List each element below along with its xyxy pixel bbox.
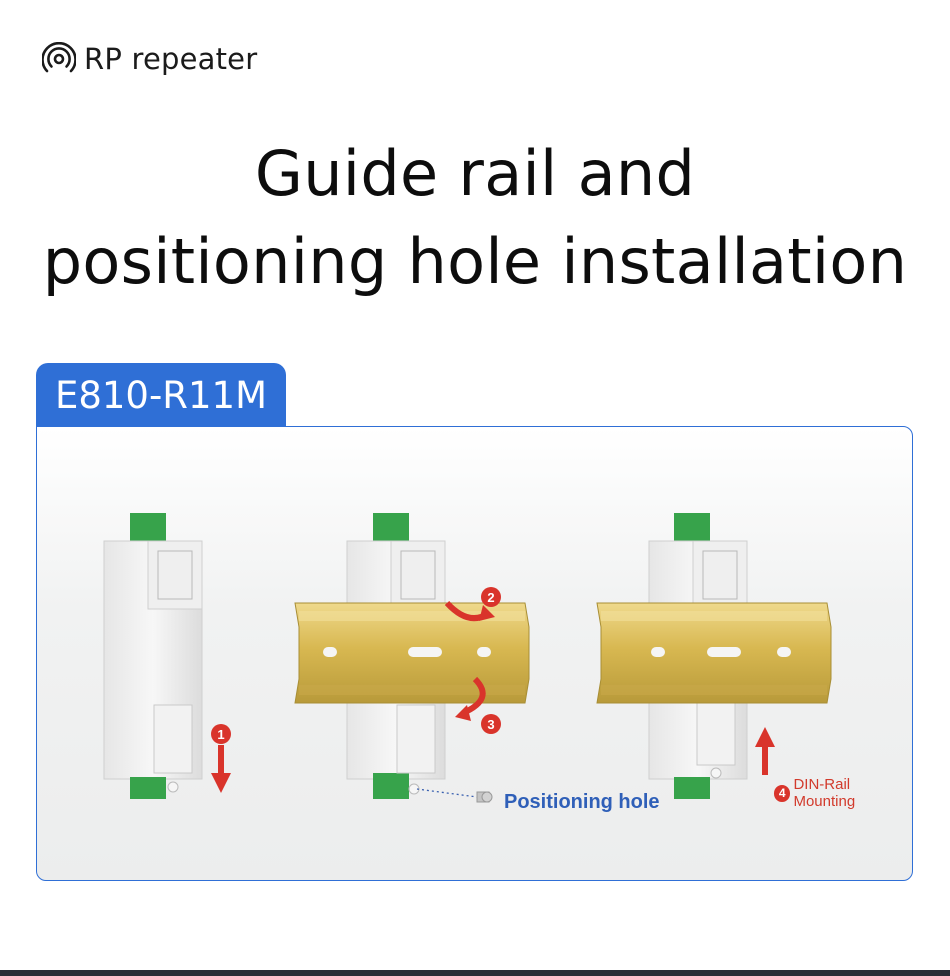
brand-name: RP repeater	[84, 42, 258, 76]
installation-illustration: 1 2 3	[103, 513, 832, 803]
svg-text:3: 3	[487, 717, 494, 732]
title-line-2: positioning hole installation	[42, 225, 908, 298]
step-4-arrow	[755, 727, 775, 775]
din-rail-4	[596, 602, 832, 704]
step-1-badge: 1	[211, 724, 231, 744]
step-3-badge: 3	[481, 714, 501, 734]
model-tab: E810-R11M	[36, 363, 286, 428]
wireless-signal-icon	[42, 42, 76, 73]
step-2-badge: 2	[481, 587, 501, 607]
step-1-arrow	[211, 745, 231, 793]
title-line-1: Guide rail and	[254, 137, 696, 210]
svg-text:2: 2	[487, 590, 494, 605]
din-rail-mounting-text: DIN-Rail Mounting	[793, 776, 856, 810]
page-title: Guide rail and positioning hole installa…	[0, 130, 950, 306]
din-rail-mounting-label: 4 DIN-Rail Mounting	[774, 776, 912, 810]
installation-panel: 1 2 3 Positioning hole 4 DIN-Rail Mounti…	[36, 426, 913, 881]
model-name: E810-R11M	[54, 374, 268, 417]
svg-text:1: 1	[217, 727, 224, 742]
step-3-arrow	[455, 676, 486, 721]
positioning-screw	[416, 788, 493, 803]
positioning-hole-label: Positioning hole	[504, 791, 660, 813]
brand-header: RP repeater	[42, 42, 257, 76]
bottom-divider	[0, 970, 950, 976]
step-4-badge: 4	[774, 784, 791, 802]
module-step-1	[103, 513, 203, 799]
din-rail-2	[294, 602, 530, 704]
step-2-arrow	[444, 600, 495, 622]
